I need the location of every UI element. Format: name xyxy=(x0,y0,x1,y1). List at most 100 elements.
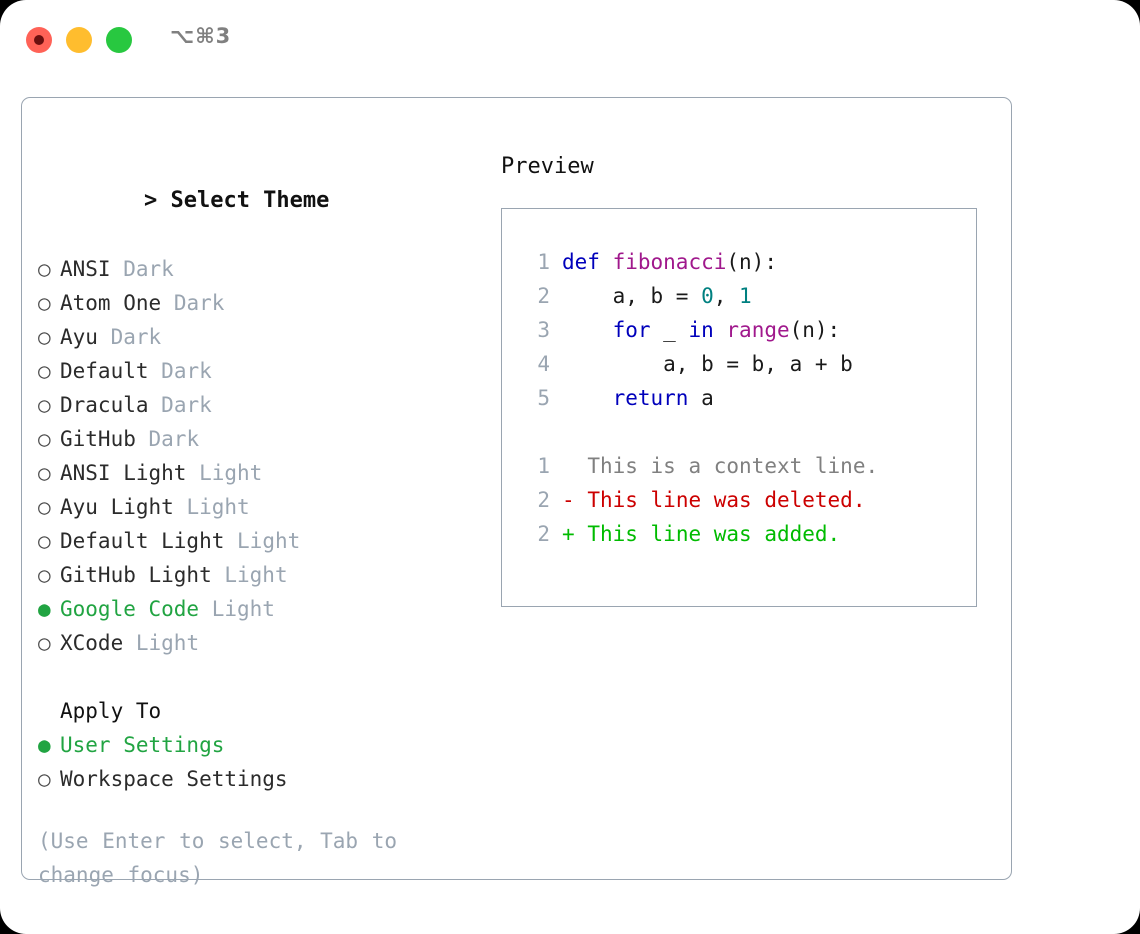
theme-option-name: ANSI xyxy=(60,257,111,281)
radio-unselected-icon: ○ xyxy=(38,461,51,485)
spacer xyxy=(575,488,588,512)
theme-option-default[interactable]: ○ Default Dark xyxy=(38,354,478,388)
code-token: 0 xyxy=(701,284,714,308)
radio-unselected-icon: ○ xyxy=(38,393,51,417)
theme-option-variant: Dark xyxy=(173,291,225,315)
theme-selector-panel: > Select Theme ○ANSI Dark○Atom One Dark○… xyxy=(21,97,1012,887)
code-token: (n): xyxy=(726,250,777,274)
code-line: 1 def fibonacci(n): xyxy=(502,245,976,279)
spacer xyxy=(123,631,136,655)
spacer xyxy=(224,529,237,553)
apply-to-title: Apply To xyxy=(60,699,162,723)
theme-option-ayu[interactable]: ○Ayu Dark xyxy=(38,320,478,354)
apply-to-option-user-settings[interactable]: ●User Settings xyxy=(38,728,478,762)
diff-line-context: 1 This is a context line. xyxy=(502,449,976,483)
theme-option-name: GitHub Light xyxy=(60,563,212,587)
diff-line-deleted: 2- This line was deleted. xyxy=(502,483,976,517)
code-token: a, b = b, a + b xyxy=(562,352,853,376)
spacer xyxy=(186,461,199,485)
theme-option-variant: Dark xyxy=(148,427,200,451)
theme-option-atom-one[interactable]: ○Atom One Dark xyxy=(38,286,478,320)
diff-marker xyxy=(562,454,575,478)
keyboard-hint-text: (Use Enter to select, Tab to change focu… xyxy=(38,829,398,887)
code-token xyxy=(600,250,613,274)
theme-option-ayu-light[interactable]: ○Ayu Light Light xyxy=(38,490,478,524)
theme-option-variant: Light xyxy=(224,563,288,587)
radio-unselected-icon: ○ xyxy=(38,427,51,451)
theme-list-header: > Select Theme xyxy=(38,150,478,252)
diff-marker: + xyxy=(562,522,575,546)
spacer xyxy=(502,415,976,449)
theme-option-github[interactable]: ○ GitHub Dark xyxy=(38,422,478,456)
spacer xyxy=(111,257,124,281)
code-line: 4 a, b = b, a + b xyxy=(502,347,976,381)
code-token xyxy=(714,318,727,342)
theme-option-google-code[interactable]: ●Google Code Light xyxy=(38,592,478,626)
code-token: , xyxy=(713,284,740,308)
theme-option-name: Default xyxy=(60,359,149,383)
theme-option-github-light[interactable]: ○ GitHub Light Light xyxy=(38,558,478,592)
apply-to-option-workspace-settings[interactable]: ○Workspace Settings xyxy=(38,762,478,796)
theme-option-ansi[interactable]: ○ ANSI Dark xyxy=(38,252,478,286)
code-token: fibonacci xyxy=(612,250,727,274)
radio-unselected-icon: ○ xyxy=(38,495,51,519)
code-token: a xyxy=(688,386,714,410)
line-number: 4 xyxy=(537,352,550,376)
close-window-button[interactable] xyxy=(26,27,52,53)
diff-text: This is a context line. xyxy=(587,454,879,478)
code-token: return xyxy=(612,386,689,410)
code-token: range xyxy=(726,318,790,342)
theme-option-variant: Light xyxy=(199,461,263,485)
diff-line-added: 2+ This line was added. xyxy=(502,517,976,551)
line-number: 1 xyxy=(537,454,550,478)
apply-to-option-list: ●User Settings○Workspace Settings xyxy=(38,728,478,796)
spacer xyxy=(149,359,162,383)
radio-unselected-icon: ○ xyxy=(38,563,51,587)
theme-option-xcode[interactable]: ○XCode Light xyxy=(38,626,478,660)
theme-option-list: ○ANSI Dark○Atom One Dark○Ayu Dark○Defaul… xyxy=(38,252,478,660)
theme-option-variant: Dark xyxy=(123,257,174,281)
spacer xyxy=(98,325,111,349)
theme-option-ansi-light[interactable]: ○ANSI Light Light xyxy=(38,456,478,490)
theme-option-variant: Dark xyxy=(161,359,212,383)
theme-option-variant: Light xyxy=(211,597,275,621)
spacer xyxy=(149,393,162,417)
code-line: 5 return a xyxy=(502,381,976,415)
spacer xyxy=(212,563,225,587)
window-titlebar: ⌥⌘3 xyxy=(0,0,1140,78)
code-token: a, b = xyxy=(562,284,702,308)
theme-list-column: > Select Theme ○ANSI Dark○Atom One Dark○… xyxy=(38,150,478,892)
line-number: 3 xyxy=(537,318,550,342)
spacer xyxy=(136,427,149,451)
code-token xyxy=(562,386,613,410)
line-number: 2 xyxy=(537,522,550,546)
theme-option-name: Ayu Light xyxy=(60,495,174,519)
line-number: 1 xyxy=(537,250,550,274)
theme-option-default-light[interactable]: ○Default Light Light xyxy=(38,524,478,558)
apply-to-option-name: User Settings xyxy=(60,733,225,757)
maximize-window-button[interactable] xyxy=(106,27,132,53)
keyboard-shortcut-label: ⌥⌘3 xyxy=(170,24,232,48)
radio-unselected-icon: ○ xyxy=(38,359,51,383)
theme-option-variant: Dark xyxy=(110,325,162,349)
preview-heading: Preview xyxy=(501,154,594,179)
theme-option-name: GitHub xyxy=(60,427,136,451)
radio-unselected-icon: ○ xyxy=(38,257,51,281)
line-number: 5 xyxy=(537,386,550,410)
code-token: def xyxy=(562,250,600,274)
page-title: Select Theme xyxy=(170,188,330,213)
code-token: for xyxy=(612,318,651,342)
radio-selected-icon: ● xyxy=(38,597,51,621)
minimize-window-button[interactable] xyxy=(66,27,92,53)
code-token xyxy=(562,318,613,342)
radio-unselected-icon: ○ xyxy=(38,767,51,791)
theme-option-name: Dracula xyxy=(60,393,149,417)
spacer xyxy=(575,522,588,546)
preview-column: Preview 1 def fibonacci(n): 2 a, b = 0, 1 3… xyxy=(501,150,991,607)
theme-option-dracula[interactable]: ○Dracula Dark xyxy=(38,388,478,422)
radio-unselected-icon: ○ xyxy=(38,291,51,315)
code-line: 2 a, b = 0, 1 xyxy=(502,279,976,313)
